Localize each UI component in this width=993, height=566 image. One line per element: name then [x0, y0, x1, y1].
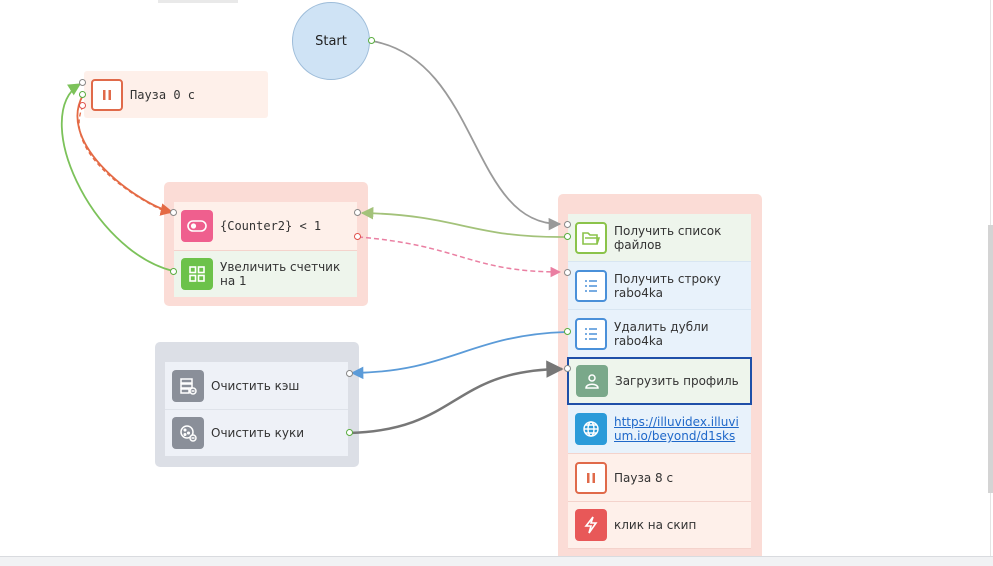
navigate-url-node[interactable]: https://illuvidex.illuvium.io/beyond/d1s… [568, 405, 751, 453]
condition-true-port[interactable] [354, 209, 361, 216]
pause-8-label: Пауза 8 с [614, 470, 674, 485]
wire-pause-error [78, 105, 173, 215]
wire-start-to-files [371, 40, 562, 231]
start-label: Start [315, 33, 347, 49]
clear-cookies-node[interactable]: Очистить куки [165, 409, 348, 456]
pause-8-node[interactable]: Пауза 8 с [568, 453, 751, 501]
start-output-port[interactable] [368, 37, 375, 44]
database-clear-icon [172, 369, 204, 402]
wire-cookies-to-profile [348, 360, 564, 435]
dedupe-label: Удалить дубли rabo4ka [614, 319, 709, 348]
list-icon [575, 317, 607, 350]
increment-label: Увеличить счетчик на 1 [220, 260, 341, 288]
pause-0-node[interactable]: Пауза 0 с [84, 71, 268, 118]
condition-label: {Counter2} < 1 [220, 219, 322, 233]
globe-icon [575, 413, 607, 445]
vertical-scrollbar[interactable] [988, 225, 993, 493]
pause-icon [575, 461, 607, 494]
user-icon [576, 365, 608, 397]
load-profile-input-port[interactable] [564, 365, 571, 372]
wire-dedupe-to-cache [350, 331, 567, 380]
pause-0-success-port[interactable] [79, 91, 86, 98]
condition-false-port[interactable] [354, 233, 361, 240]
load-profile-label: Загрузить профиль [615, 374, 739, 388]
top-strip [158, 0, 238, 3]
navigate-url-link[interactable]: https://illuvidex.illuvium.io/beyond/d1s… [614, 415, 739, 443]
clear-cookies-output-port[interactable] [346, 429, 353, 436]
wire-pause-to-condition [76, 94, 174, 216]
increment-output-port[interactable] [170, 268, 177, 275]
dedupe-node[interactable]: Удалить дубли rabo4ka [568, 309, 751, 357]
get-line-node[interactable]: Получить строку rabo4ka [568, 261, 751, 309]
dedupe-output-port[interactable] [564, 328, 571, 335]
get-files-input-port[interactable] [564, 221, 571, 228]
list-icon [575, 269, 607, 302]
wire-condition-to-getline [357, 236, 562, 278]
clear-cookies-label: Очистить куки [211, 426, 304, 440]
get-files-label: Получить список файлов [614, 223, 722, 252]
pause-0-input-port[interactable] [79, 79, 86, 86]
clear-cache-node[interactable]: Очистить кэш [165, 362, 348, 409]
start-node[interactable]: Start [292, 2, 370, 80]
click-skip-label: клик на скип [614, 518, 697, 532]
click-skip-node[interactable]: клик на скип [568, 501, 751, 549]
grid-icon [181, 258, 213, 290]
horizontal-scrollbar[interactable] [0, 556, 993, 566]
folder-icon [575, 221, 607, 254]
get-files-output-port[interactable] [564, 233, 571, 240]
condition-node[interactable]: {Counter2} < 1 [174, 202, 357, 250]
clear-cache-input-port[interactable] [346, 370, 353, 377]
get-line-label: Получить строку rabo4ka [614, 271, 721, 300]
load-profile-node[interactable]: Загрузить профиль [567, 357, 752, 405]
toggle-icon [181, 210, 213, 242]
cookie-clear-icon [172, 417, 204, 449]
wire-increment-to-pause [61, 83, 174, 272]
get-files-node[interactable]: Получить список файлов [568, 214, 751, 261]
lightning-icon [575, 509, 607, 541]
wire-files-to-condition [360, 206, 567, 238]
clear-cache-label: Очистить кэш [211, 378, 300, 393]
pause-0-error-port[interactable] [79, 102, 86, 109]
condition-input-port[interactable] [170, 209, 177, 216]
pause-0-label: Пауза 0 с [130, 87, 196, 102]
get-line-input-port[interactable] [564, 269, 571, 276]
pause-icon [91, 78, 123, 111]
increment-node[interactable]: Увеличить счетчик на 1 [174, 250, 357, 297]
